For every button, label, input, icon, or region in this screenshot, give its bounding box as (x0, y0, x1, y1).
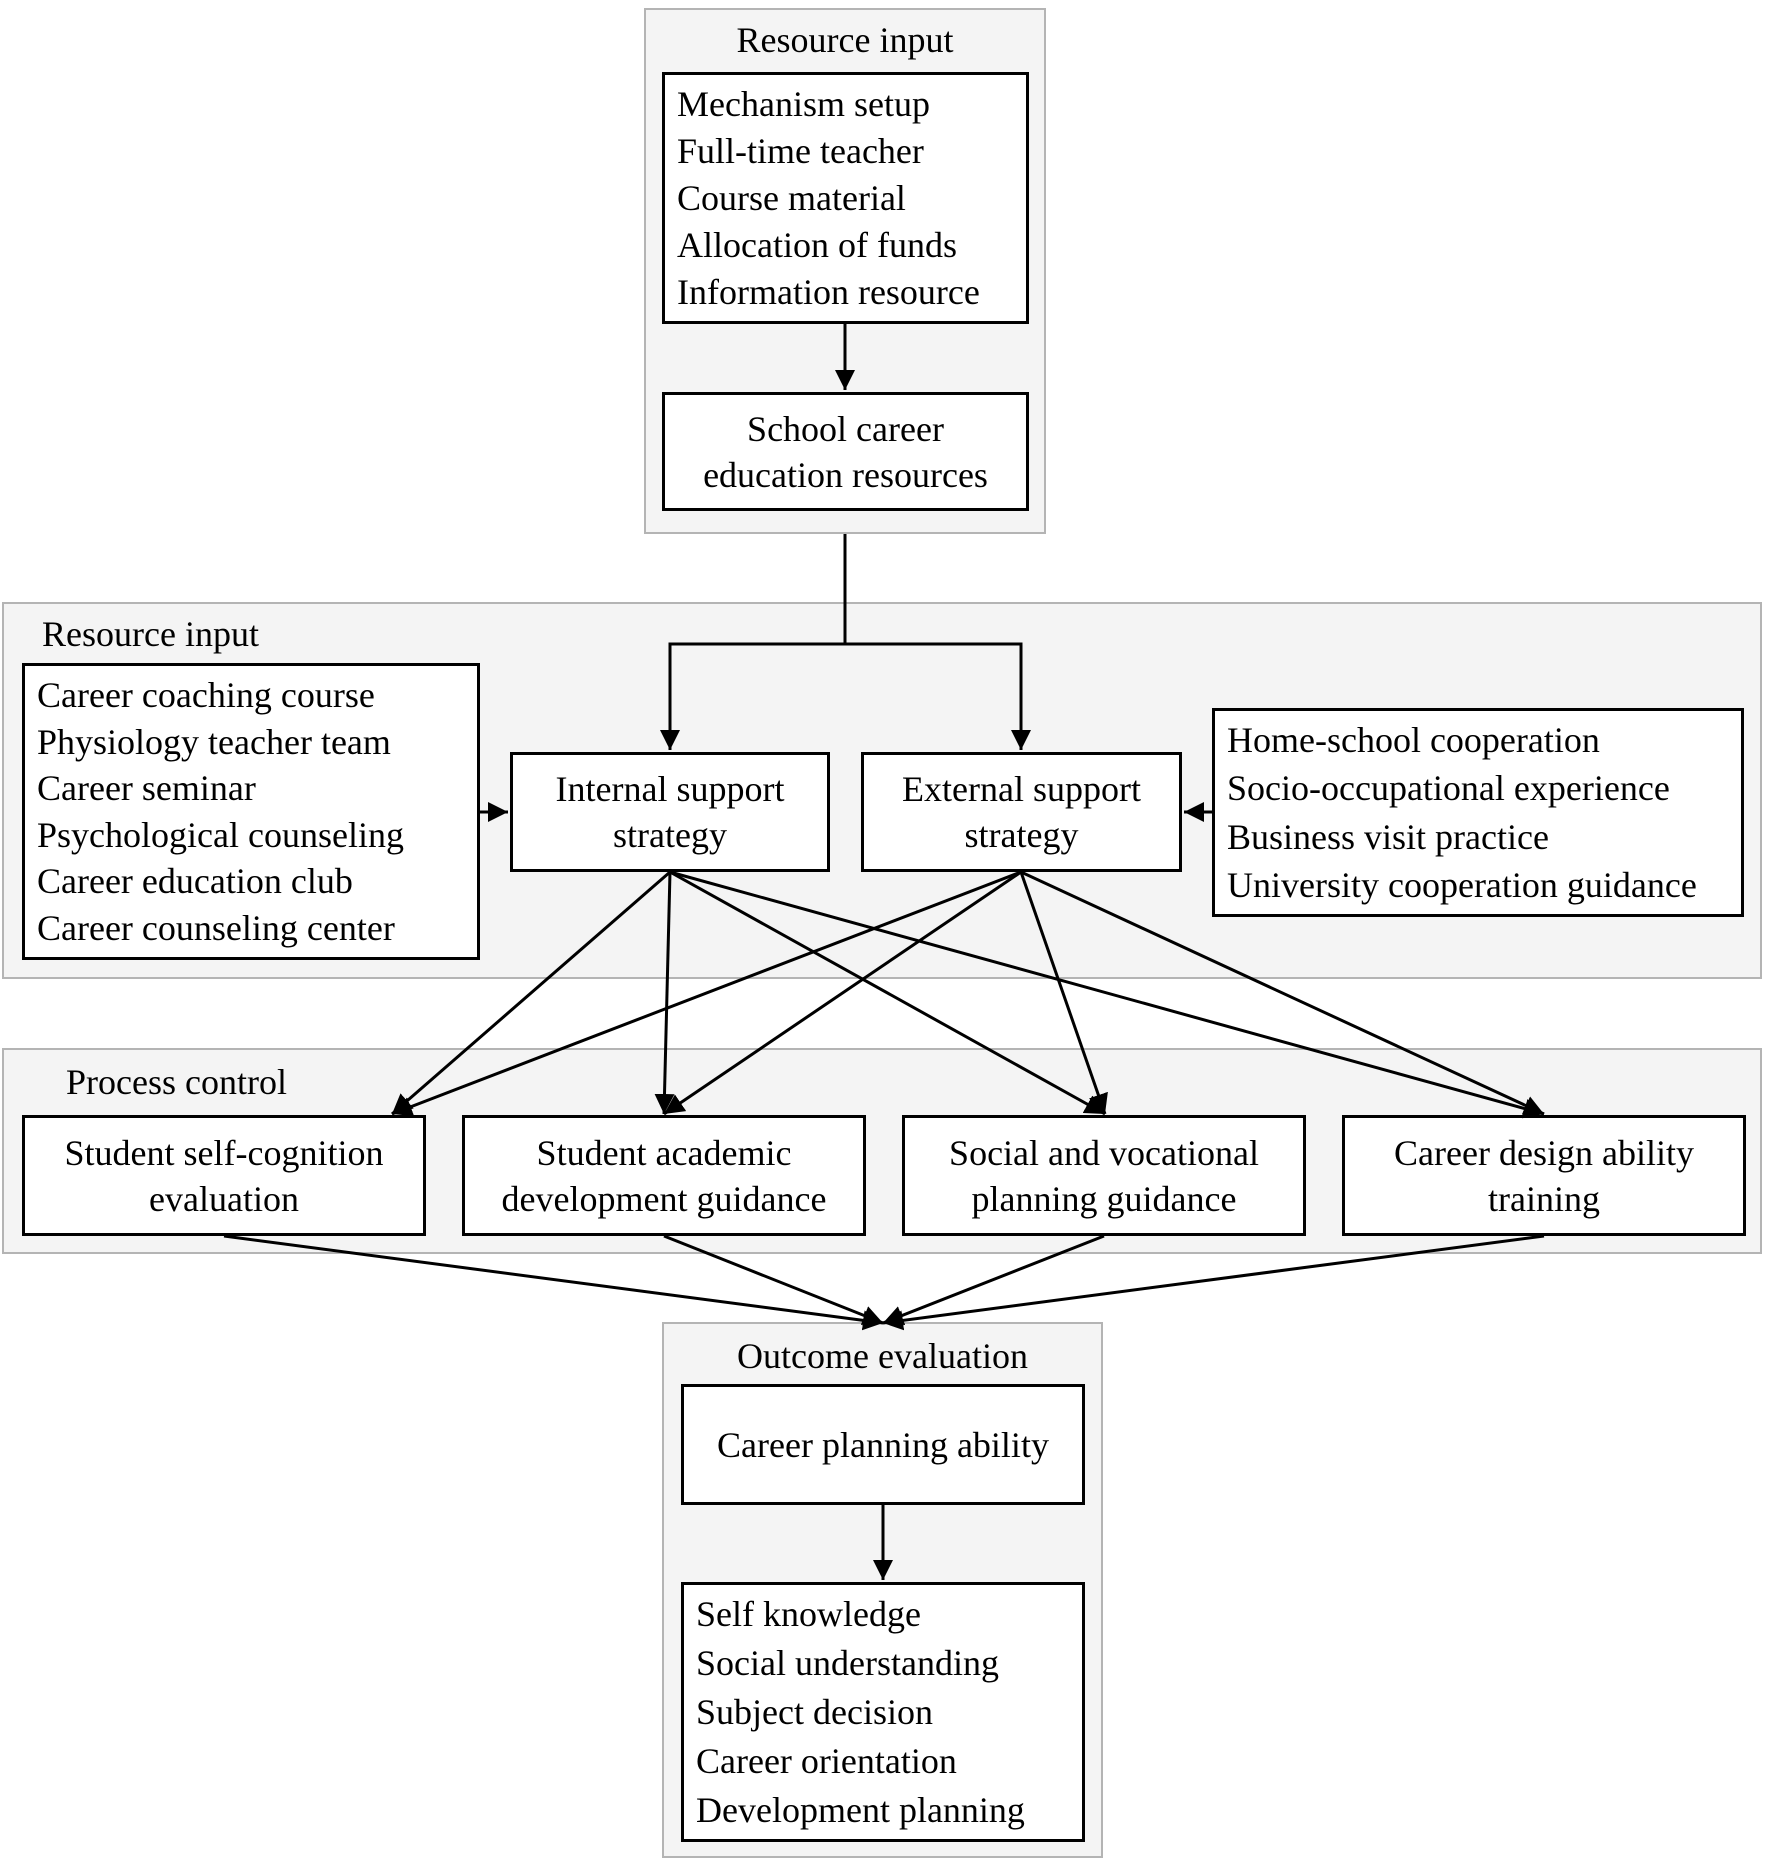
node-label-line: Internal support (555, 769, 785, 809)
career-design-ability-training-node: Career design ability training (1342, 1115, 1746, 1236)
node-label-line: training (1488, 1178, 1600, 1219)
external-resource-list-box: Home-school cooperation Socio-occupation… (1212, 708, 1744, 917)
career-planning-ability-node: Career planning ability (681, 1384, 1085, 1505)
ability-item: Career orientation (696, 1741, 957, 1781)
resource-input-top-title: Resource input (736, 20, 954, 60)
internal-resource-item: Psychological counseling (37, 814, 404, 855)
internal-support-strategy-node: Internal support strategy (510, 752, 830, 872)
ability-item: Development planning (696, 1790, 1025, 1830)
internal-resource-item: Career counseling center (37, 907, 395, 948)
outcome-evaluation-title: Outcome evaluation (737, 1336, 1028, 1376)
ability-item: Self knowledge (696, 1594, 921, 1634)
ability-item: Social understanding (696, 1643, 999, 1683)
node-label-line: planning guidance (971, 1178, 1237, 1219)
ability-item: Subject decision (696, 1692, 933, 1732)
node-label-line: Career planning ability (717, 1424, 1049, 1465)
external-resource-item: Socio-occupational experience (1227, 768, 1670, 809)
node-label-line: External support (902, 769, 1141, 809)
node-label-line: evaluation (149, 1178, 299, 1219)
resource-item: Mechanism setup (677, 84, 930, 124)
resource-item: Course material (677, 178, 906, 218)
process-control-title: Process control (66, 1062, 287, 1102)
node-label-line: Student self-cognition (64, 1132, 384, 1173)
node-label-line: School career (747, 408, 944, 449)
external-support-strategy-node: External support strategy (861, 752, 1182, 872)
student-academic-development-guidance-node: Student academic development guidance (462, 1115, 866, 1236)
node-label-line: Social and vocational (949, 1132, 1259, 1173)
school-career-education-resources-node: School career education resources (662, 392, 1029, 511)
external-resource-item: Home-school cooperation (1227, 720, 1600, 760)
internal-resource-list-box: Career coaching course Physiology teache… (22, 663, 480, 960)
student-self-cognition-evaluation-node: Student self-cognition evaluation (22, 1115, 426, 1236)
internal-resource-item: Career education club (37, 861, 353, 902)
node-label-line: Career design ability (1394, 1132, 1694, 1173)
internal-resource-item: Physiology teacher team (37, 721, 391, 762)
social-vocational-planning-guidance-node: Social and vocational planning guidance (902, 1115, 1306, 1236)
internal-resource-item: Career coaching course (37, 675, 375, 715)
resource-item: Information resource (677, 272, 980, 312)
external-resource-item: Business visit practice (1227, 816, 1549, 857)
node-label-line: education resources (703, 454, 988, 495)
career-planning-ability-list-box: Self knowledge Social understanding Subj… (681, 1582, 1085, 1842)
resource-input-middle-title: Resource input (42, 614, 259, 654)
node-label-line: Student academic (536, 1132, 792, 1173)
resource-input-list-box: Mechanism setup Full-time teacher Course… (662, 72, 1029, 324)
external-resource-item: University cooperation guidance (1227, 864, 1697, 905)
node-label-line: strategy (964, 815, 1079, 855)
resource-item: Full-time teacher (677, 131, 924, 171)
node-label-line: strategy (613, 815, 727, 855)
node-label-line: development guidance (501, 1178, 827, 1219)
resource-item: Allocation of funds (677, 225, 957, 265)
internal-resource-item: Career seminar (37, 768, 256, 809)
